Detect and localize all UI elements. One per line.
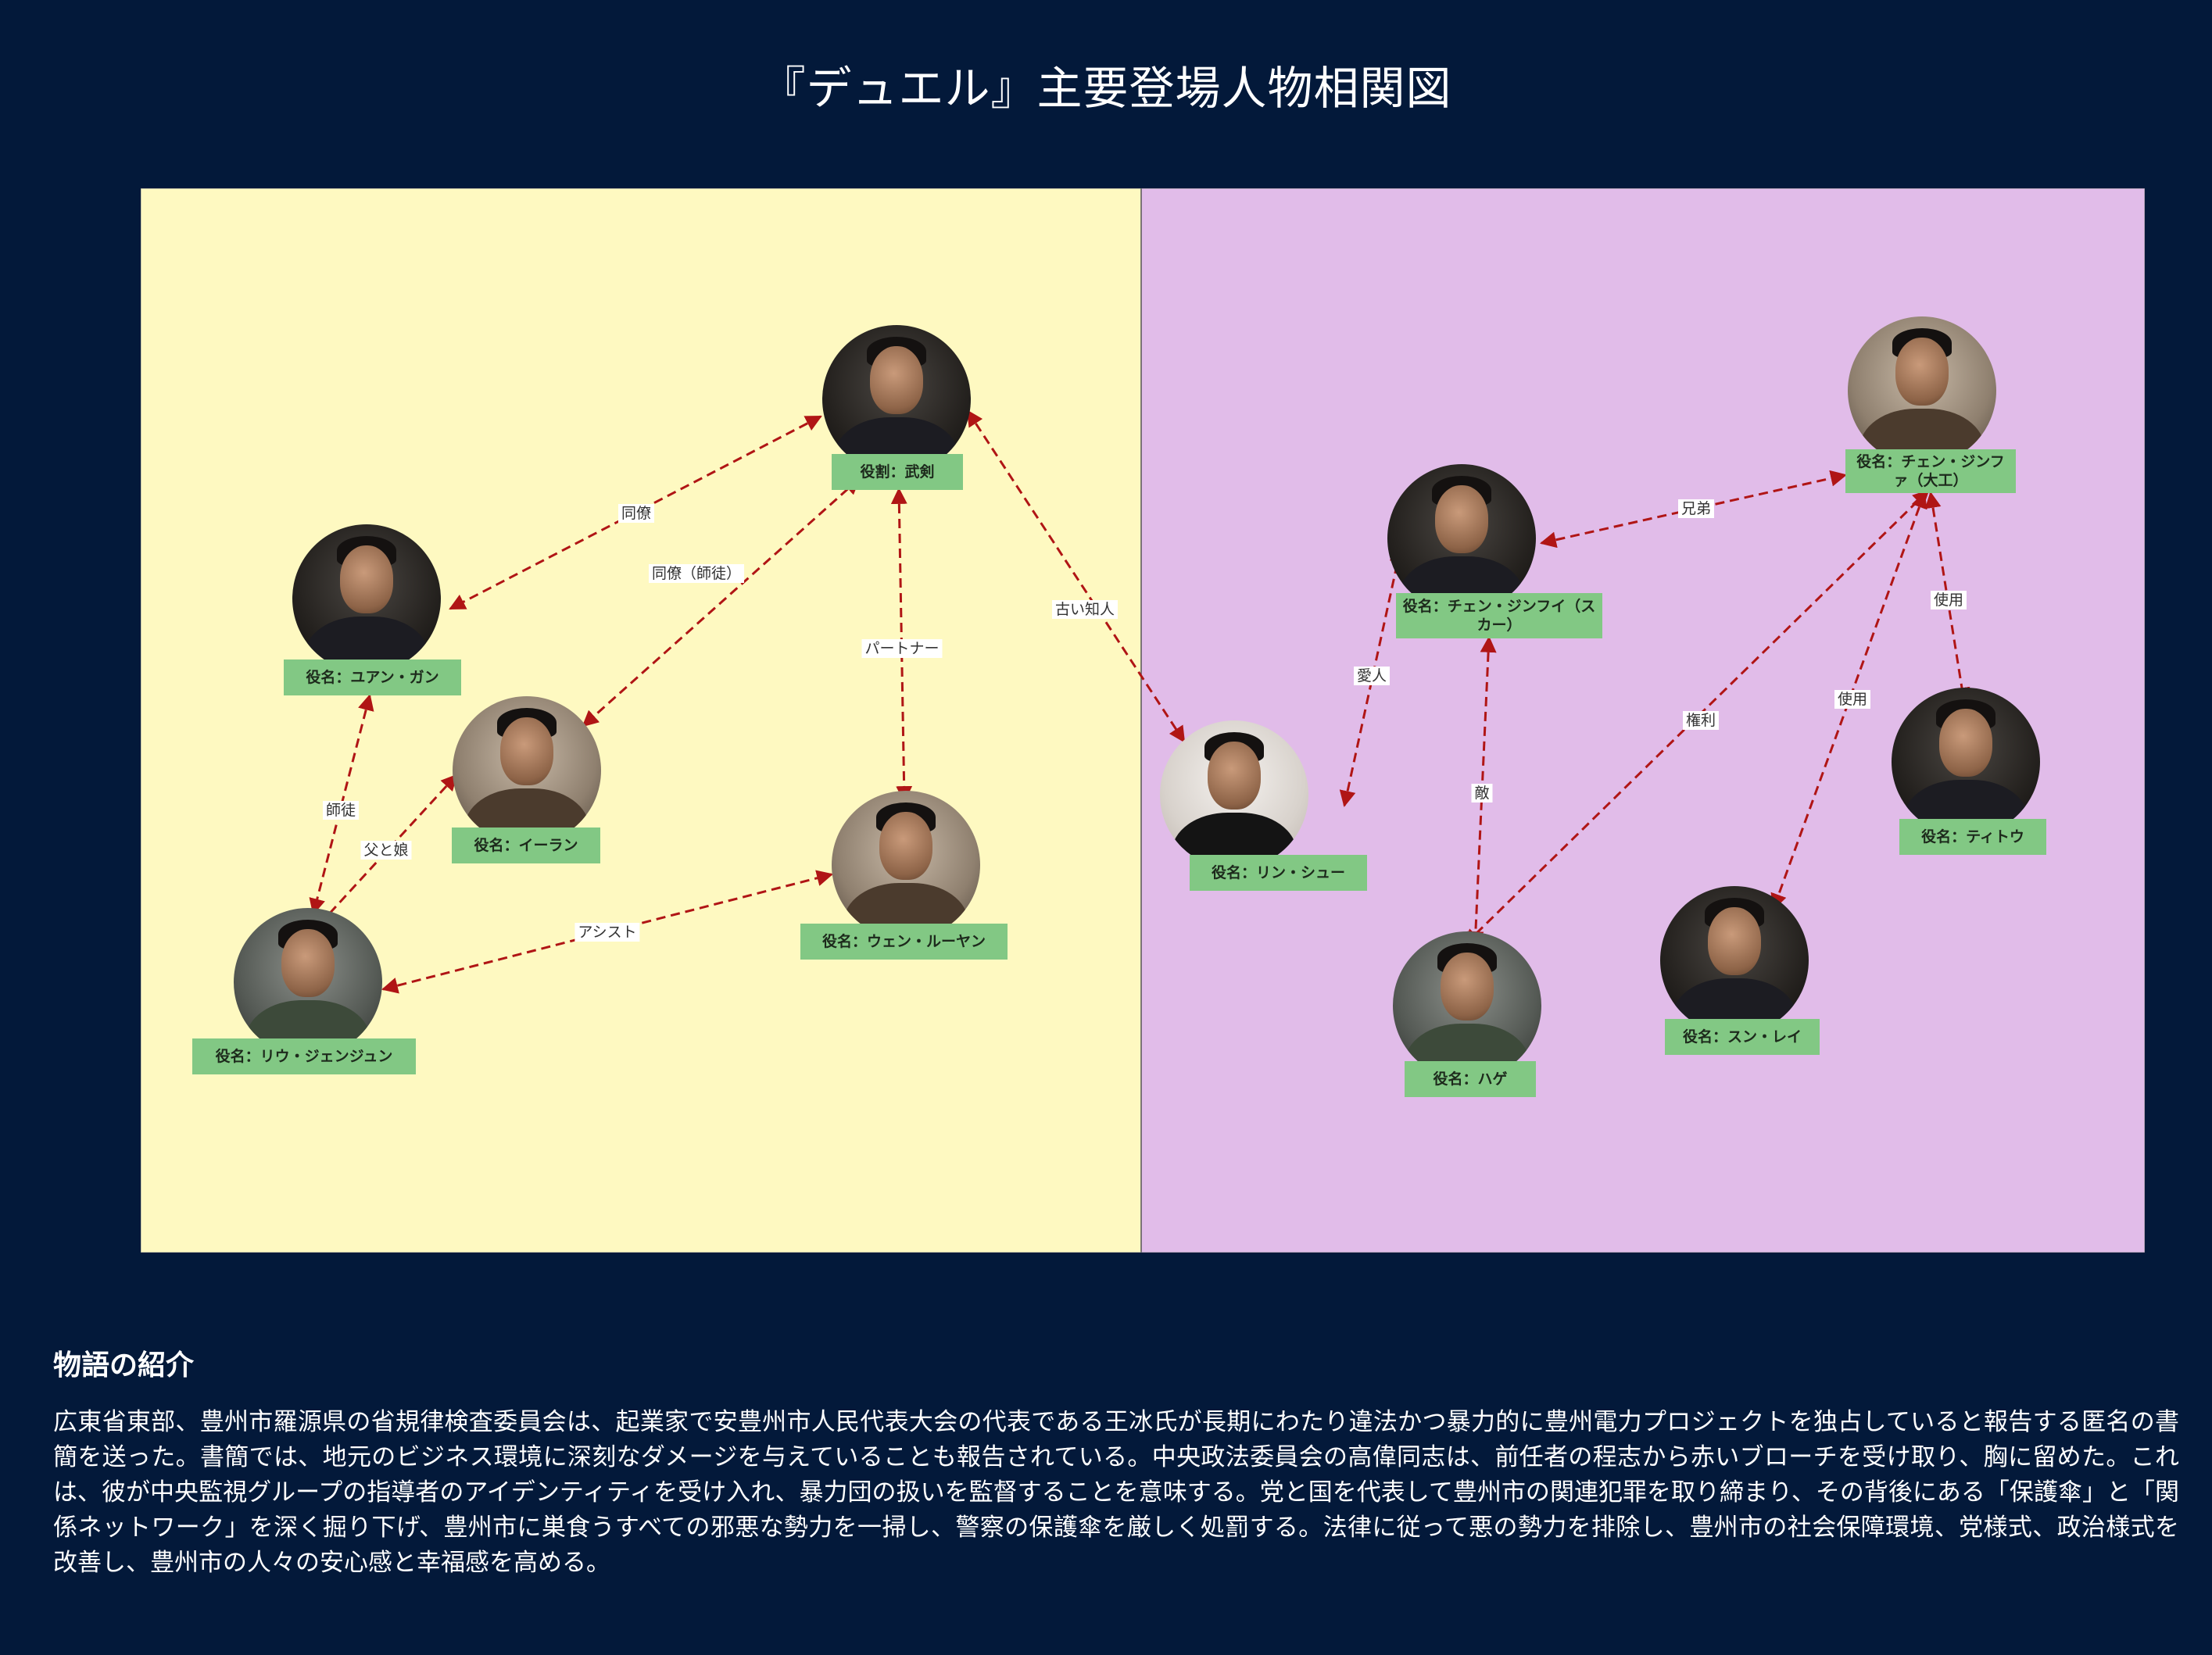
edge-label: 権利 (1683, 711, 1719, 730)
page-title: 『デュエル』主要登場人物相関図 (0, 52, 2212, 117)
edge-label: アシスト (574, 923, 639, 942)
story-heading: 物語の紹介 (53, 1342, 194, 1383)
character-label: 役名：ハゲ (1405, 1061, 1536, 1097)
edge-label: 敵 (1471, 784, 1492, 802)
character-label: 役名：チェン・ジンフイ（スカー） (1396, 593, 1602, 638)
character-label: 役割：武剣 (832, 454, 963, 490)
edge-label: 同僚（師徒） (649, 564, 744, 583)
character-label: 役名：イーラン (452, 828, 600, 863)
edge-label: 使用 (1834, 690, 1870, 709)
edge-label: 兄弟 (1678, 499, 1714, 518)
character-label: 役名：ティトウ (1899, 819, 2046, 855)
character-photo (453, 696, 601, 845)
character-photo (1892, 688, 2040, 836)
edge-label: 使用 (1931, 591, 1967, 609)
character-photo (1848, 316, 1996, 465)
character-label: 役名：ウェン・ルーヤン (800, 924, 1008, 960)
police-panel (141, 188, 1141, 1253)
character-label: 役名：リウ・ジェンジュン (192, 1038, 416, 1074)
character-photo (1387, 464, 1536, 613)
character-photo (292, 524, 441, 673)
story-text: 広東省東部、豊州市羅源県の省規律検査委員会は、起業家で安豊州市人民代表大会の代表… (53, 1405, 2179, 1581)
character-label: 役名：リン・シュー (1190, 855, 1367, 891)
edge-label: 師徒 (323, 801, 359, 820)
character-label: 役名：スン・レイ (1665, 1019, 1820, 1055)
character-photo (1393, 931, 1541, 1080)
character-label: 役名：ユアン・ガン (284, 659, 461, 695)
character-photo (832, 791, 980, 939)
diagram-canvas (141, 188, 2145, 1253)
edge-label: 古い知人 (1052, 600, 1118, 619)
character-photo (1660, 886, 1809, 1035)
character-photo (234, 908, 382, 1056)
character-photo (1160, 720, 1308, 869)
character-photo (822, 325, 971, 474)
edge-label: 愛人 (1354, 667, 1390, 685)
edge-label: 同僚 (618, 504, 654, 523)
character-label: 役名：チェン・ジンファ（大工） (1845, 449, 2016, 493)
edge-label: パートナー (861, 639, 942, 658)
relationship-diagram: 役割：武剣 役名：ユアン・ガン 役名：イーラン 役名：リウ・ジェンジュン 役名：… (141, 188, 2145, 1253)
edge-label: 父と娘 (360, 841, 411, 860)
